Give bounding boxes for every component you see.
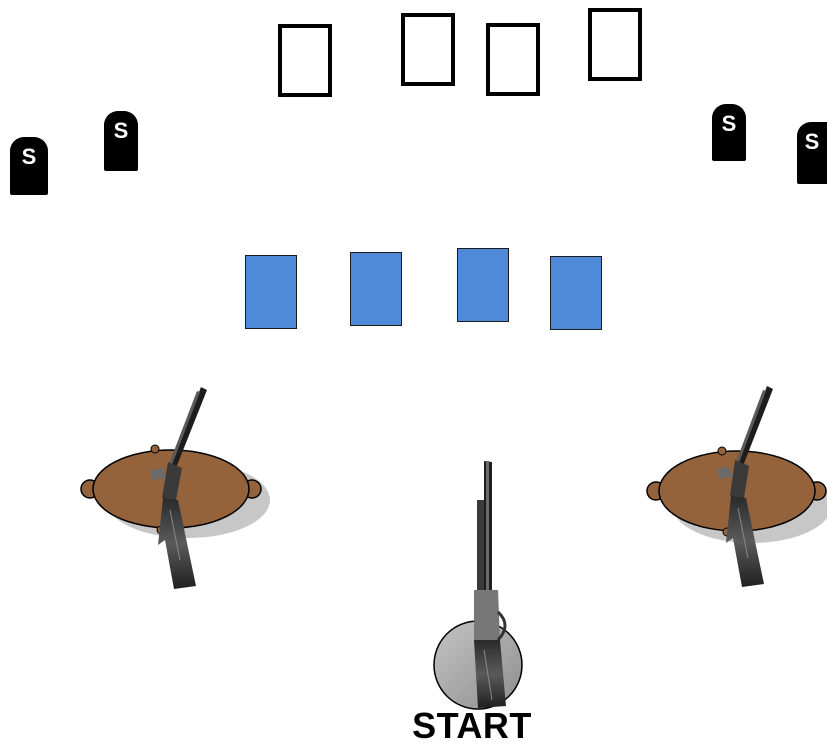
rifle-center	[474, 461, 507, 708]
start-label: START	[412, 705, 532, 746]
plate-letter: S	[804, 129, 820, 154]
steel-plate-left-inner: S	[104, 111, 138, 171]
blue-target-4	[550, 256, 602, 330]
plate-letter: S	[113, 118, 129, 143]
steel-plate-left-outer: S	[10, 137, 48, 195]
outline-target-2	[401, 13, 455, 86]
plate-letter: S	[21, 144, 37, 169]
blue-target-3	[457, 248, 509, 322]
steel-plate-right-inner: S	[712, 104, 746, 161]
outline-target-4	[588, 8, 642, 81]
shotgun-right	[717, 386, 773, 587]
outline-target-3	[486, 23, 540, 96]
shotgun-left	[150, 387, 207, 589]
plate-letter: S	[721, 111, 737, 136]
blue-target-2	[350, 252, 402, 326]
blue-target-1	[245, 255, 297, 329]
steel-plate-right-outer: S	[797, 122, 827, 184]
outline-target-1	[278, 24, 332, 97]
